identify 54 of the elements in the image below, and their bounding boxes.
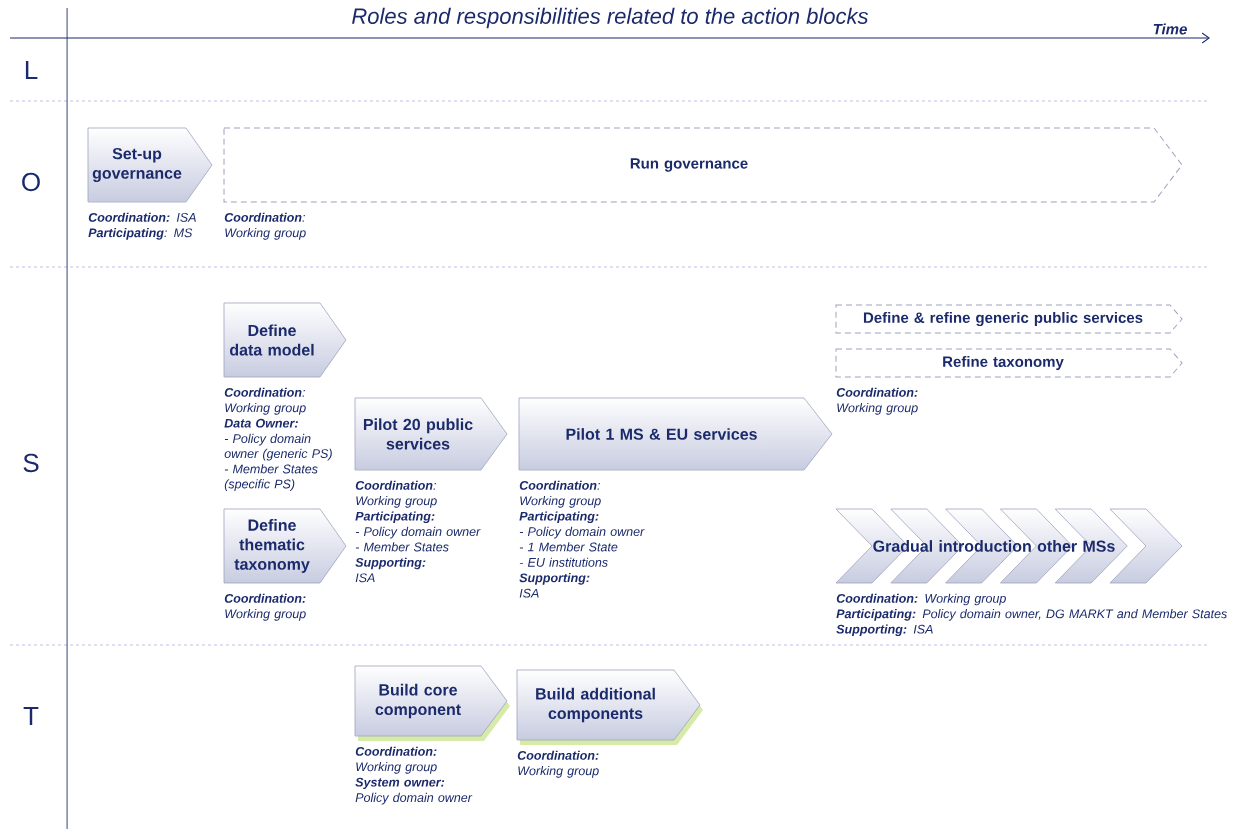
role-note: Coordination: xyxy=(224,593,306,603)
role-note: Working group xyxy=(225,609,306,621)
role-note: - EU institutions xyxy=(519,557,608,567)
role-note: Coordination: ISA xyxy=(88,212,196,222)
role-note: Coordination: xyxy=(224,212,305,222)
role-note: Data Owner: xyxy=(224,418,298,428)
role-note: Participating: xyxy=(519,511,599,524)
role-note: Participating: Policy domain owner, DG MARKT and Member States xyxy=(836,609,1227,621)
action-block: Pilot 1 MS & EU services xyxy=(518,397,833,471)
title: Roles and responsibilities related to the action blocks xyxy=(352,7,869,29)
role-note: Working group xyxy=(225,403,306,415)
role-note: Participating: xyxy=(355,511,435,524)
action-block: Build core component xyxy=(354,665,510,741)
role-note: Coordination: xyxy=(519,480,600,490)
role-note: Supporting: ISA xyxy=(836,624,933,637)
role-note: - Policy domain owner xyxy=(519,526,645,539)
role-note: Working group xyxy=(356,496,437,508)
role-note: Coordination: xyxy=(224,387,305,397)
role-note: ISA xyxy=(519,588,539,598)
action-block: Define data model xyxy=(223,302,347,378)
lane-letter: L xyxy=(25,61,38,79)
lane-letter: O xyxy=(22,172,40,192)
role-note: Coordination: xyxy=(355,480,436,490)
role-note: - Policy domain owner (generic PS) xyxy=(224,433,332,461)
role-note: - Member States (specific PS) xyxy=(224,464,318,491)
role-note: Supporting: xyxy=(519,573,590,585)
role-note: - Member States xyxy=(355,542,449,552)
role-note: Participating: MS xyxy=(88,228,193,240)
role-note: - Policy domain owner xyxy=(355,526,481,539)
role-note: ISA xyxy=(355,573,375,583)
role-note: Working group xyxy=(837,403,918,415)
role-note: Coordination: Working group xyxy=(836,593,1006,606)
planned-action-block: Refine taxonomy xyxy=(835,348,1183,378)
lane-letter: T xyxy=(23,707,39,725)
action-block: Pilot 20 public services xyxy=(354,397,508,471)
role-note: Coordination: xyxy=(517,750,599,760)
action-block: Build additional components xyxy=(516,669,703,745)
chevron-row: Gradual introduction other MSs xyxy=(835,508,1183,584)
role-note: Coordination: xyxy=(355,746,437,756)
action-block: Set-up governance xyxy=(87,127,213,203)
role-note: Coordination: xyxy=(836,387,918,397)
planned-action-block: Define & refine generic public services xyxy=(835,304,1183,334)
planned-action-block: Run governance xyxy=(223,127,1183,203)
action-block: Define thematic taxonomy xyxy=(223,508,347,584)
role-note: System owner: xyxy=(355,777,445,790)
role-note: Working group xyxy=(520,496,601,508)
role-note: Working group xyxy=(225,228,306,240)
role-note: Working group xyxy=(518,766,599,778)
role-note: Working group xyxy=(356,762,437,774)
role-note: - 1 Member State xyxy=(519,542,618,552)
role-note: Supporting: xyxy=(355,557,426,570)
lane-letter: S xyxy=(23,453,39,473)
time-label: Time xyxy=(1153,23,1187,35)
role-note: Policy domain owner xyxy=(355,792,473,805)
